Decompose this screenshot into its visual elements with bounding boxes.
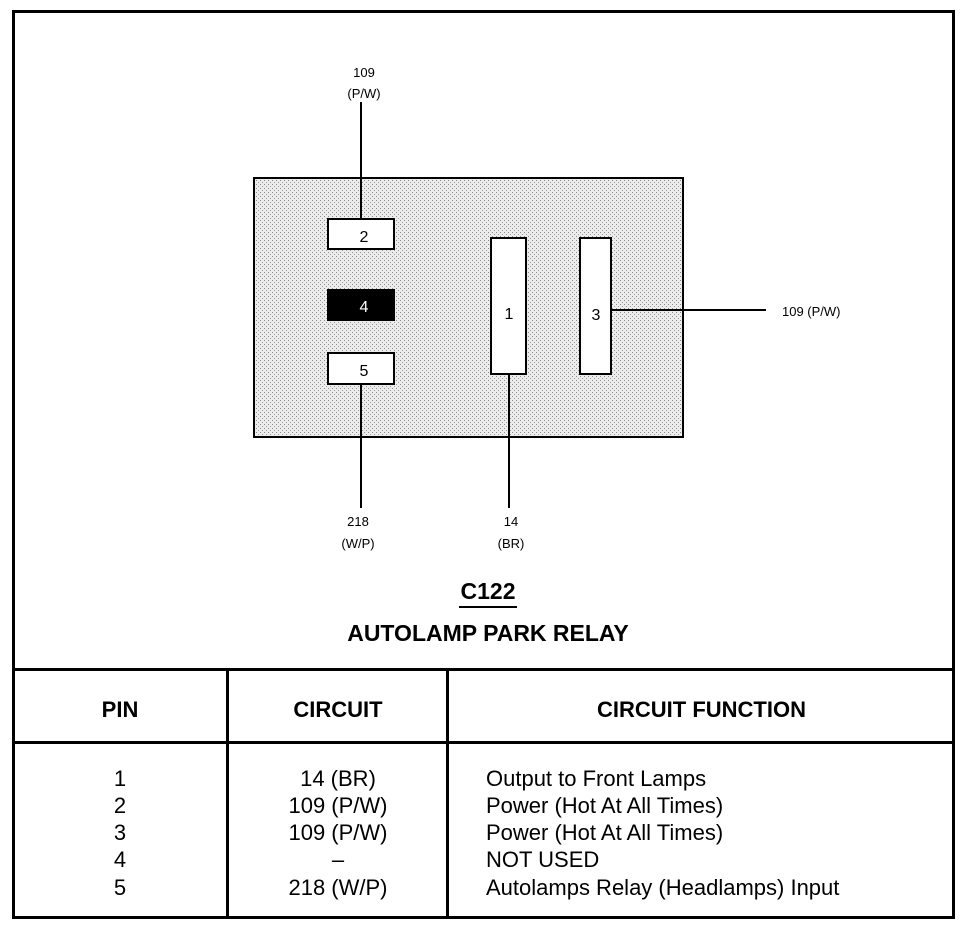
column-divider-2	[446, 671, 449, 919]
row-5-pin: 5	[113, 875, 127, 900]
pin-2-label: 2	[360, 229, 369, 246]
connector-name: AUTOLAMP PARK RELAY	[347, 620, 629, 646]
pin-4-label: 4	[360, 299, 369, 316]
row-1-pin: 1	[113, 766, 127, 791]
pin-3-label: 3	[592, 307, 601, 324]
row-3-pin: 3	[113, 820, 127, 845]
row-3-circuit: 109 (P/W)	[288, 820, 388, 845]
row-1-circuit: 14 (BR)	[300, 766, 376, 791]
row-2-pin: 2	[113, 793, 127, 818]
wire-pin3-label: 109 (P/W)	[782, 304, 841, 319]
pin-table: PIN CIRCUIT CIRCUIT FUNCTION 1 14 (BR) O…	[12, 671, 955, 919]
wire-pin1-circuit: 14	[504, 514, 518, 529]
row-3-function: Power (Hot At All Times)	[486, 820, 724, 845]
column-divider-1	[226, 671, 229, 919]
row-4-function: NOT USED	[486, 847, 600, 872]
wire-pin2-color: (P/W)	[347, 86, 380, 101]
pin-3: 3	[579, 237, 612, 375]
connector-id-text: C122	[458, 578, 518, 608]
connector-diagram: 2 4 5 1 3 109 (P/W) 109 (P/W) 218 (W/P) …	[253, 65, 841, 551]
row-4-pin: 4	[113, 847, 127, 872]
wire-pin5-circuit: 218	[347, 514, 369, 529]
pin-1-label: 1	[505, 306, 514, 323]
row-2-circuit: 109 (P/W)	[288, 793, 388, 818]
header-pin: PIN	[101, 697, 139, 722]
header-circuit: CIRCUIT	[293, 697, 383, 722]
row-5-function: Autolamps Relay (Headlamps) Input	[486, 875, 840, 900]
header-function: CIRCUIT FUNCTION	[597, 697, 806, 722]
page-frame	[12, 10, 955, 919]
wire-pin1-color: (BR)	[498, 536, 525, 551]
row-4-circuit: –	[331, 847, 345, 872]
table-top-rule	[12, 668, 955, 671]
pin-5-label: 5	[360, 363, 369, 380]
pin-5: 5	[327, 352, 395, 385]
header-rule	[12, 741, 955, 744]
wire-pin5-color: (W/P)	[341, 536, 374, 551]
connector-id: C122	[0, 578, 976, 608]
pin-2: 2	[327, 218, 395, 250]
connector-body	[253, 177, 684, 438]
pin-4: 4	[327, 289, 395, 321]
wire-pin2-circuit: 109	[353, 65, 375, 80]
pin-1: 1	[490, 237, 527, 375]
row-1-function: Output to Front Lamps	[486, 766, 707, 791]
row-2-function: Power (Hot At All Times)	[486, 793, 724, 818]
row-5-circuit: 218 (W/P)	[288, 875, 388, 900]
